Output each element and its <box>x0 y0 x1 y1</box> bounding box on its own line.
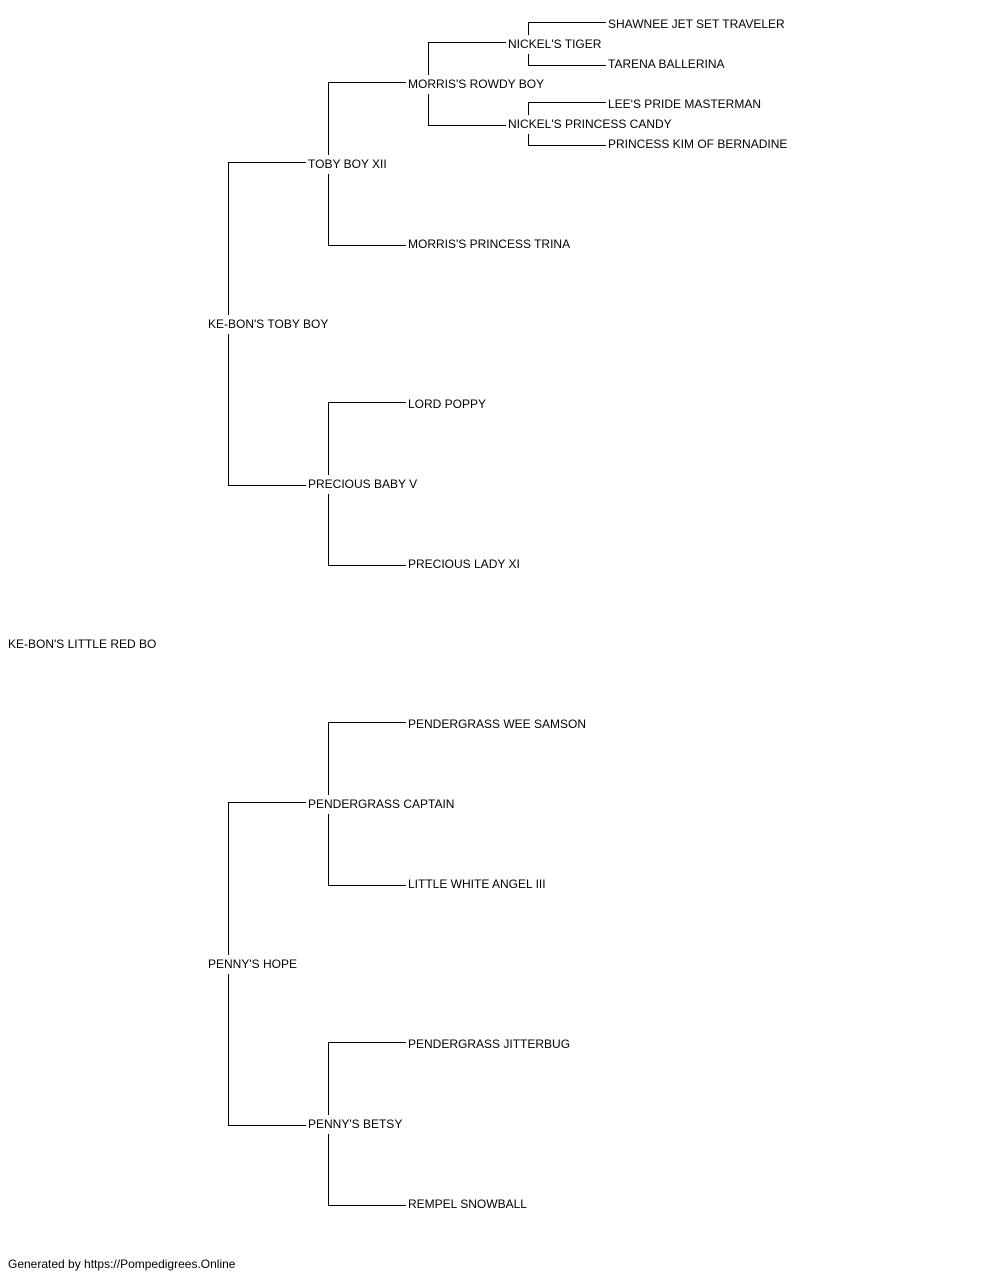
pedigree-dam-sire-sire: PENDERGRASS WEE SAMSON <box>408 716 589 732</box>
pedigree-dam-sire-dam: LITTLE WHITE ANGEL III <box>408 876 548 892</box>
pedigree-sire-sire-sire-sire-dam: TARENA BALLERINA <box>608 56 727 72</box>
generated-by-credit: Generated by https://Pompedigrees.Online <box>8 1257 236 1271</box>
connector-captain-to-dam <box>328 814 406 886</box>
connector-rowdy-boy-to-dam <box>428 94 506 126</box>
connector-candy-to-dam <box>528 134 606 146</box>
pedigree-sire-dam-dam: PRECIOUS LADY XI <box>408 556 522 572</box>
pedigree-dam-dam-dam: REMPEL SNOWBALL <box>408 1196 529 1212</box>
connector-dam-to-dam-sire <box>228 802 306 955</box>
pedigree-sire-dam-sire: LORD POPPY <box>408 396 489 412</box>
pedigree-sire-sire-sire-dam: NICKEL'S PRINCESS CANDY <box>508 116 674 132</box>
pedigree-sire-sire-dam: MORRIS'S PRINCESS TRINA <box>408 236 573 252</box>
connector-dam-to-dam-dam <box>228 974 306 1126</box>
pedigree-dam-dam: PENNY'S BETSY <box>308 1116 405 1132</box>
pedigree-sire-sire-sire-dam-sire: LEE'S PRIDE MASTERMAN <box>608 96 763 112</box>
connector-baby-v-to-dam <box>328 494 406 566</box>
connector-sire-sire-to-sire <box>328 82 406 155</box>
pedigree-sire-sire-sire-dam-dam: PRINCESS KIM OF BERNADINE <box>608 136 790 152</box>
connector-sire-sire-to-dam <box>328 174 406 246</box>
connector-baby-v-to-sire <box>328 402 406 475</box>
pedigree-sire-sire-sire-sire-sire: SHAWNEE JET SET TRAVELER <box>608 16 787 32</box>
connector-betsy-to-sire <box>328 1042 406 1115</box>
connector-rowdy-boy-to-sire <box>428 42 506 75</box>
pedigree-sire: KE-BON'S TOBY BOY <box>208 316 331 332</box>
pedigree-dam: PENNY'S HOPE <box>208 956 299 972</box>
pedigree-dam-sire: PENDERGRASS CAPTAIN <box>308 796 457 812</box>
pedigree-sire-dam: PRECIOUS BABY V <box>308 476 420 492</box>
connector-captain-to-sire <box>328 722 406 795</box>
pedigree-sire-sire: TOBY BOY XII <box>308 156 389 172</box>
pedigree-subject: KE-BON'S LITTLE RED BO <box>8 636 159 652</box>
connector-sire-to-sire-dam <box>228 334 306 486</box>
pedigree-sire-sire-sire-sire: NICKEL'S TIGER <box>508 36 604 52</box>
connector-candy-to-sire <box>528 102 606 115</box>
pedigree-sire-sire-sire: MORRIS'S ROWDY BOY <box>408 76 547 92</box>
connector-sire-to-sire-sire <box>228 162 306 315</box>
connector-tiger-to-dam <box>528 54 606 66</box>
pedigree-dam-dam-sire: PENDERGRASS JITTERBUG <box>408 1036 573 1052</box>
connector-betsy-to-dam <box>328 1134 406 1206</box>
connector-tiger-to-sire <box>528 22 606 35</box>
